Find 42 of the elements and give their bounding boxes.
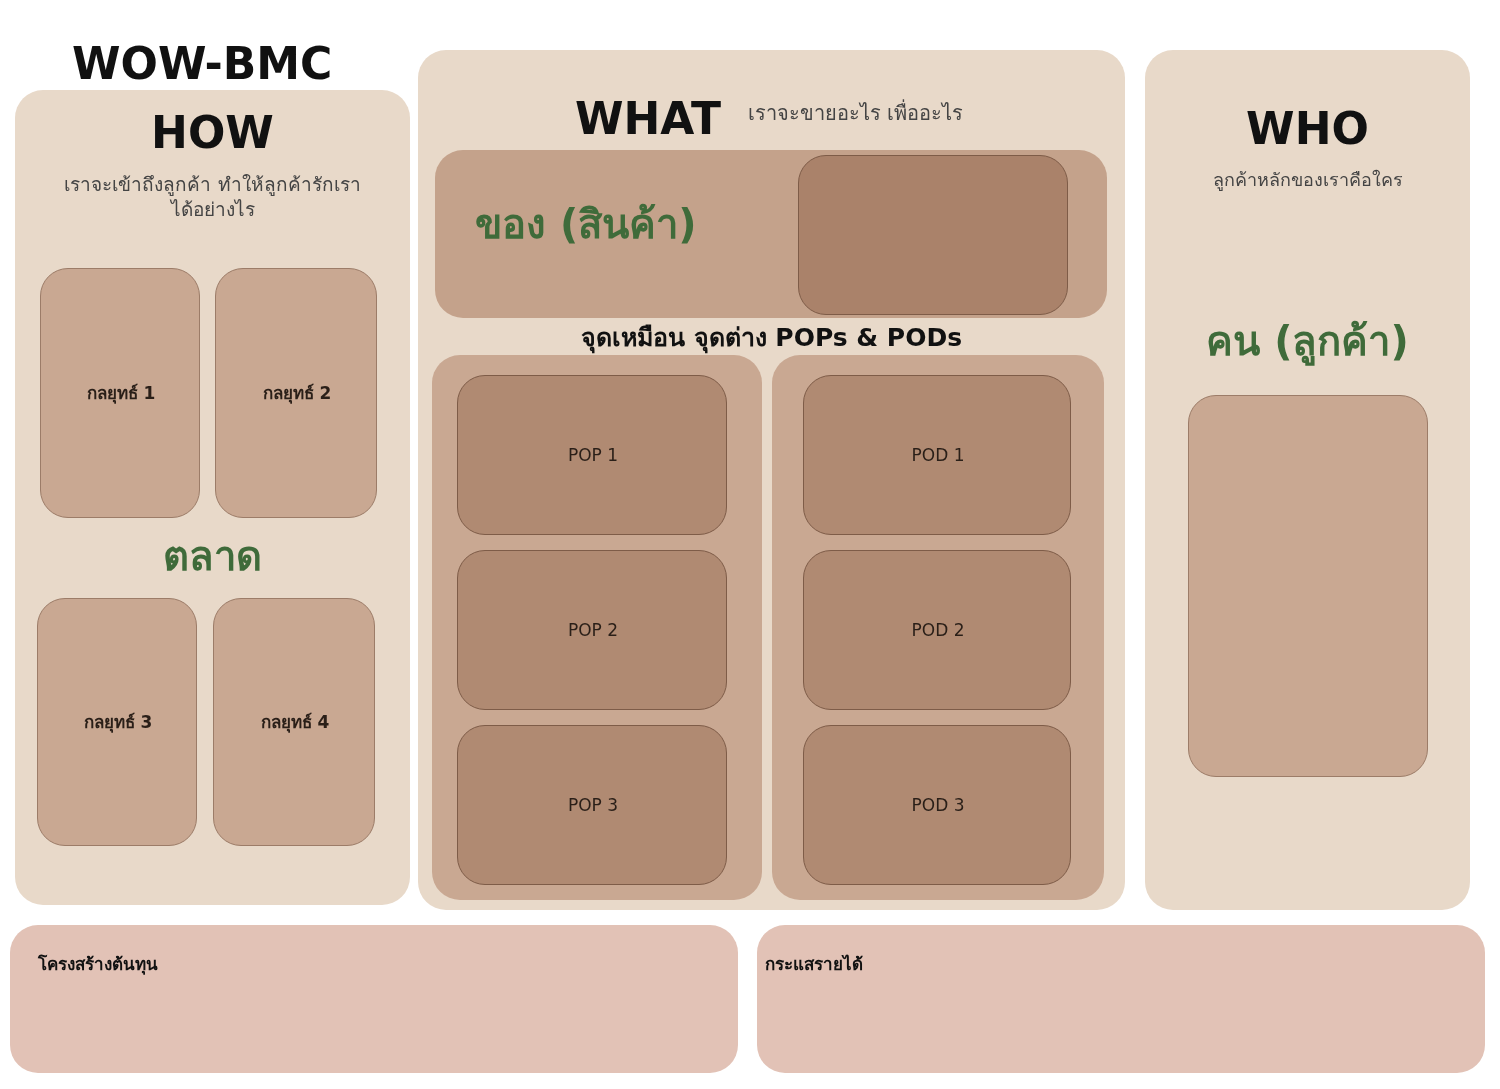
what-panel	[418, 50, 1125, 910]
section-question: ลูกค้าหลักของเราคือใคร	[1211, 168, 1404, 192]
pop-column	[432, 355, 762, 900]
card-label: กลยุทธ์ 2	[261, 382, 333, 405]
card-label: POP 3	[566, 794, 620, 817]
card-label: กลยุทธ์ 1	[85, 382, 157, 405]
card-label: กลยุทธ์ 4	[259, 711, 331, 734]
card-label: POD 3	[910, 794, 966, 817]
cell-heading: กระแสรายได้	[765, 953, 864, 976]
subsection-heading: จุดเหมือน จุดต่าง POPs & PODs	[579, 322, 964, 355]
card-label: POP 1	[566, 444, 620, 467]
product-box	[798, 155, 1068, 315]
group-heading: คน (ลูกค้า)	[1205, 317, 1410, 367]
group-heading: ตลาด	[162, 532, 263, 581]
how-panel	[15, 90, 410, 905]
pod-card	[803, 725, 1071, 885]
pod-column	[772, 355, 1104, 900]
customer-box	[1188, 395, 1428, 777]
strategy-card	[215, 268, 377, 518]
group-heading: ของ (สินค้า)	[475, 200, 698, 249]
card-label: POD 2	[910, 619, 966, 642]
revenue-panel	[757, 925, 1485, 1073]
strategy-card	[37, 598, 197, 846]
pop-card	[457, 550, 727, 710]
cost-panel	[10, 925, 738, 1073]
pop-card	[457, 725, 727, 885]
section-question: เราจะเข้าถึงลูกค้า ทำให้ลูกค้ารักเราได้อย่างไร	[63, 172, 362, 222]
section-heading: WHO	[1245, 102, 1370, 156]
card-label: POD 1	[910, 444, 966, 467]
cell-heading: โครงสร้างต้นทุน	[38, 953, 159, 976]
card-label: กลยุทธ์ 3	[82, 711, 154, 734]
section-question: เราจะขายอะไร เพื่ออะไร	[748, 100, 965, 126]
pod-card	[803, 375, 1071, 535]
section-heading: HOW	[150, 106, 275, 160]
who-panel	[1145, 50, 1470, 910]
pop-card	[457, 375, 727, 535]
strategy-card	[213, 598, 375, 846]
card-label: POP 2	[566, 619, 620, 642]
pod-card	[803, 550, 1071, 710]
product-band	[435, 150, 1107, 318]
strategy-card	[40, 268, 200, 518]
canvas-title: WOW-BMC	[72, 38, 333, 89]
